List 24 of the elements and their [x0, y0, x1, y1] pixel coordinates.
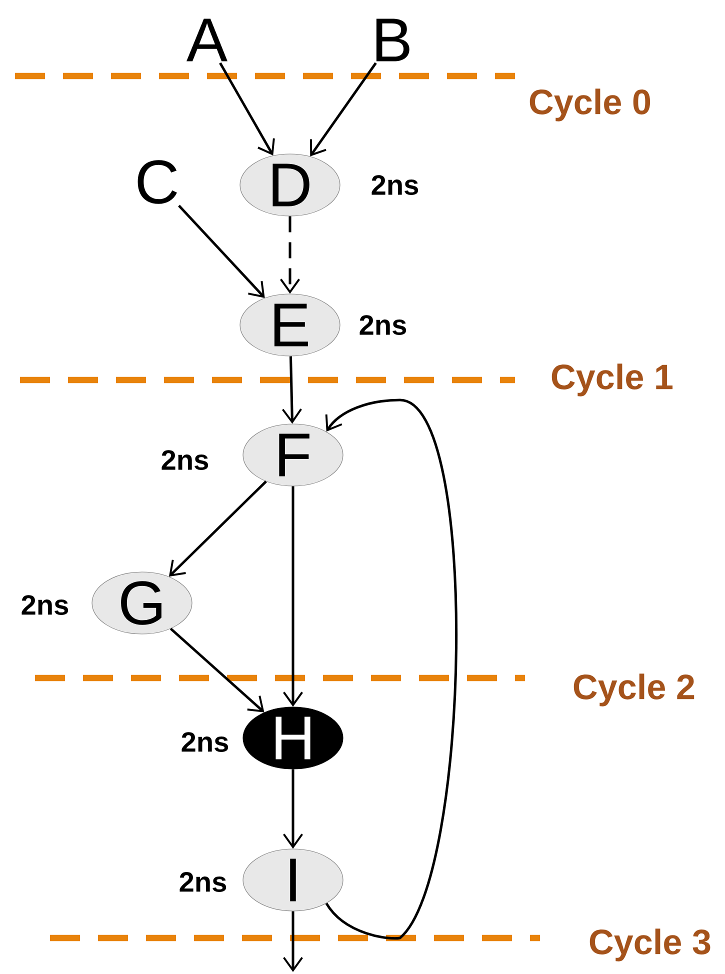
node-letter: B [376, 18, 410, 62]
duration-label: 2ns [360, 315, 406, 335]
duration-label: 2ns [180, 872, 226, 892]
arrow [310, 62, 377, 156]
duration-label: 2ns [22, 595, 68, 615]
arrow [280, 216, 300, 294]
arrow [283, 911, 303, 972]
arrow [283, 486, 303, 707]
duration-label: 2ns [182, 732, 228, 752]
arrow [170, 628, 264, 712]
arrow [282, 356, 302, 424]
arrow [283, 769, 303, 849]
duration-label: 2ns [162, 450, 208, 470]
arrow [168, 480, 267, 577]
duration-label: 2ns [372, 175, 418, 195]
node-letter: A [186, 18, 228, 62]
node-letter: C [138, 160, 177, 204]
arrow [325, 398, 458, 940]
cycle-label: Cycle 0 [530, 88, 650, 122]
cycle-label: Cycle 2 [574, 674, 694, 706]
arrow [219, 62, 275, 156]
arrow [178, 204, 265, 298]
cycle-label: Cycle 1 [552, 364, 673, 396]
cycle-label: Cycle 3 [590, 928, 710, 962]
